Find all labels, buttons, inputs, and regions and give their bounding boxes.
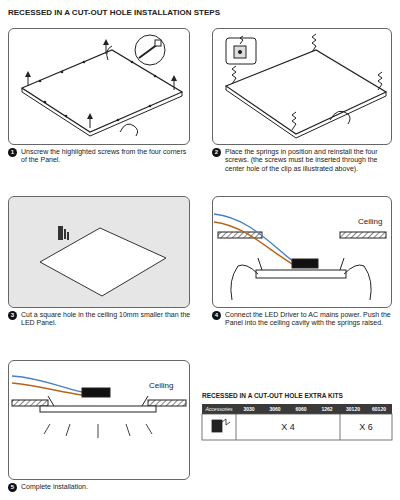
push-panel-drawing — [340, 232, 386, 238]
table-cell: X 4 — [236, 414, 340, 440]
panel-unscrew-drawing — [22, 88, 182, 136]
kit-table — [202, 404, 392, 440]
panel-springs-drawing — [226, 86, 386, 138]
panel-springs-drawing — [378, 72, 382, 90]
table-heading: RECESSED IN A CUT-OUT HOLE EXTRA KITS — [202, 392, 343, 399]
table-header-cell: 3060 — [262, 404, 288, 414]
kit-table — [202, 404, 392, 414]
panel-unscrew-drawing — [39, 80, 42, 83]
panel-springs-drawing — [226, 34, 386, 138]
table-header-cell: 3030 — [236, 404, 262, 414]
spring-clip-icon — [222, 419, 230, 425]
installed-panel-drawing — [12, 400, 48, 406]
installed-panel-drawing — [48, 396, 54, 406]
step-panel: Unscrew the highlighted screws from the … — [8, 28, 190, 145]
panel-unscrew-drawing — [39, 61, 157, 122]
push-panel-drawing — [256, 270, 346, 278]
installed-panel-drawing — [82, 388, 110, 397]
push-panel-drawing — [231, 265, 258, 300]
ceiling-label: Ceiling — [358, 217, 382, 226]
installed-panel-drawing — [40, 406, 156, 412]
panel-unscrew-drawing — [22, 35, 182, 136]
page-title: RECESSED IN A CUT-OUT HOLE INSTALLATION … — [8, 8, 220, 17]
panel-springs-drawing — [234, 46, 246, 58]
table-header-cell: 60120 — [366, 404, 392, 414]
panel-unscrew-drawing — [131, 61, 134, 64]
spring-clip-icon — [212, 419, 230, 432]
push-panel-drawing — [258, 258, 262, 270]
panel-springs-drawing — [292, 112, 296, 130]
push-panel-drawing — [214, 214, 386, 300]
panel-springs-drawing — [330, 111, 350, 124]
panel-springs-drawing — [240, 36, 243, 44]
spring-clip-icon — [212, 420, 222, 432]
table-header-cell: 6060 — [288, 404, 314, 414]
installed-panel-drawing — [12, 383, 82, 395]
callout-number: 2 — [212, 148, 221, 157]
push-panel-drawing — [214, 222, 294, 265]
table-cell: X 6 — [340, 414, 392, 440]
callout-number: 1 — [8, 148, 17, 157]
installed-panel-drawing — [44, 424, 50, 434]
installed-panel-drawing — [98, 424, 99, 438]
ceiling-label: Ceiling — [149, 381, 173, 390]
panel-springs-drawing — [312, 34, 316, 52]
ceiling-cutout-drawing — [64, 229, 66, 239]
push-panel-drawing — [340, 258, 344, 270]
installed-panel-drawing — [12, 376, 186, 438]
table-header-cell: Accessories — [202, 404, 236, 414]
push-panel-drawing — [344, 265, 371, 300]
step-panel: CeilingComplete installation. — [8, 360, 190, 480]
step-panel: Cut a square hole in the ceiling 10mm sm… — [8, 196, 190, 308]
kit-table — [236, 414, 237, 440]
ceiling-cutout-drawing — [58, 226, 69, 240]
installed-panel-drawing — [146, 424, 152, 434]
panel-springs-drawing — [232, 66, 236, 84]
panel-springs-drawing — [238, 50, 241, 53]
push-panel-drawing — [218, 232, 262, 238]
installed-panel-drawing — [44, 424, 152, 438]
step-caption: Connect the LED Driver to AC mains power… — [225, 311, 393, 328]
callout-number: 3 — [8, 311, 17, 320]
ceiling-cutout-drawing — [9, 197, 189, 307]
panel-unscrew-drawing — [107, 46, 112, 60]
ceiling-cutout-drawing — [67, 232, 69, 240]
panel-unscrew-drawing — [174, 78, 175, 90]
panel-unscrew-drawing — [155, 40, 161, 46]
ceiling-cutout-drawing — [58, 226, 63, 240]
step-caption: Unscrew the highlighted screws from the … — [21, 148, 191, 165]
panel-unscrew-drawing — [44, 101, 47, 104]
panel-unscrew-drawing — [120, 124, 138, 136]
table-header-cell: 1262 — [314, 404, 340, 414]
step-caption: Cut a square hole in the ceiling 10mm sm… — [21, 311, 191, 328]
step-caption: Place the springs in position and reinst… — [225, 148, 393, 173]
panel-unscrew-drawing — [154, 75, 157, 78]
ceiling-cutout-drawing — [9, 197, 189, 307]
panel-unscrew-drawing — [117, 119, 120, 122]
panel-unscrew-drawing — [90, 116, 91, 128]
installed-panel-drawing — [126, 424, 130, 436]
panel-unscrew-drawing — [149, 105, 152, 108]
step-panel: Place the springs in position and reinst… — [212, 28, 392, 145]
push-panel-drawing — [292, 259, 318, 268]
installed-panel-drawing — [148, 400, 186, 406]
table-header-cell: 30120 — [340, 404, 366, 414]
installed-panel-drawing — [142, 396, 148, 406]
callout-number: 5 — [8, 483, 17, 492]
kit-table — [202, 414, 392, 440]
step-panel: CeilingConnect the LED Driver to AC main… — [212, 196, 392, 308]
step-caption: Complete installation. — [21, 483, 191, 491]
panel-unscrew-drawing — [83, 61, 86, 64]
kit-table — [340, 414, 341, 440]
panel-unscrew-drawing — [61, 71, 64, 74]
panel-unscrew-drawing — [28, 74, 29, 86]
panel-unscrew-drawing — [135, 35, 165, 65]
installed-panel-drawing — [66, 424, 70, 436]
panel-unscrew-drawing — [65, 115, 68, 118]
callout-number: 4 — [212, 311, 221, 320]
